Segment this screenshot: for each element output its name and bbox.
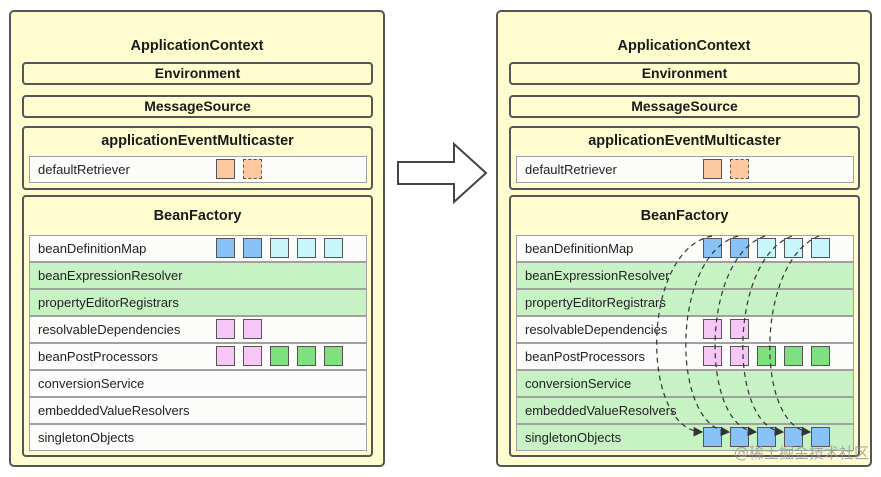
environment-box: Environment bbox=[22, 62, 373, 85]
property-editor-registrars-row: propertyEditorRegistrars bbox=[29, 289, 367, 316]
application-context-after: ApplicationContext Environment MessageSo… bbox=[496, 10, 872, 467]
bean-definition-square bbox=[270, 238, 289, 258]
singleton-objects-row: singletonObjects bbox=[29, 424, 367, 451]
bean-expression-resolver-row: beanExpressionResolver bbox=[516, 262, 854, 289]
embedded-value-resolvers-row: embeddedValueResolvers bbox=[29, 397, 367, 424]
singleton-square bbox=[703, 427, 722, 447]
bean-definition-square bbox=[811, 238, 830, 258]
application-context-title: ApplicationContext bbox=[617, 38, 751, 54]
bean-definition-square bbox=[243, 238, 262, 258]
row-label: beanPostProcessors bbox=[38, 349, 158, 364]
application-context-before: ApplicationContext Environment MessageSo… bbox=[9, 10, 385, 467]
row-label: beanPostProcessors bbox=[525, 349, 645, 364]
listener-square bbox=[703, 159, 722, 179]
bean-factory-box: BeanFactory beanDefinitionMap beanExpres… bbox=[22, 195, 373, 457]
processor-square bbox=[703, 346, 722, 366]
processor-square bbox=[297, 346, 316, 366]
row-label: singletonObjects bbox=[38, 430, 135, 445]
listener-square bbox=[216, 159, 235, 179]
message-source-box: MessageSource bbox=[509, 95, 860, 118]
default-retriever-row: defaultRetriever bbox=[516, 156, 854, 183]
embedded-value-resolvers-row: embeddedValueResolvers bbox=[516, 397, 854, 424]
property-editor-registrars-row: propertyEditorRegistrars bbox=[516, 289, 854, 316]
row-label: embeddedValueResolvers bbox=[525, 403, 677, 418]
row-label: propertyEditorRegistrars bbox=[38, 295, 179, 310]
row-label: defaultRetriever bbox=[38, 162, 130, 177]
row-label: resolvableDependencies bbox=[38, 322, 181, 337]
processor-square bbox=[243, 346, 262, 366]
conversion-service-row: conversionService bbox=[516, 370, 854, 397]
processor-square bbox=[270, 346, 289, 366]
dependency-square bbox=[216, 319, 235, 339]
message-source-box: MessageSource bbox=[22, 95, 373, 118]
conversion-service-row: conversionService bbox=[29, 370, 367, 397]
bean-factory-box: BeanFactory beanDefinitionMap beanExpres… bbox=[509, 195, 860, 457]
bean-definition-square bbox=[784, 238, 803, 258]
processor-square bbox=[730, 346, 749, 366]
bean-definition-map-row: beanDefinitionMap bbox=[516, 235, 854, 262]
event-multicaster-title: applicationEventMulticaster bbox=[101, 133, 294, 149]
resolvable-dependencies-row: resolvableDependencies bbox=[516, 316, 854, 343]
watermark: @稀土掘金技术社区 bbox=[733, 444, 869, 462]
processor-square bbox=[784, 346, 803, 366]
processor-square bbox=[216, 346, 235, 366]
dependency-square bbox=[730, 319, 749, 339]
event-multicaster-box: applicationEventMulticaster defaultRetri… bbox=[22, 126, 373, 190]
processor-square bbox=[757, 346, 776, 366]
bean-definition-square bbox=[324, 238, 343, 258]
bean-definition-square bbox=[297, 238, 316, 258]
bean-factory-title: BeanFactory bbox=[640, 208, 729, 224]
row-label: defaultRetriever bbox=[525, 162, 617, 177]
bean-post-processors-row: beanPostProcessors bbox=[29, 343, 367, 370]
row-label: beanDefinitionMap bbox=[38, 241, 147, 256]
default-retriever-row: defaultRetriever bbox=[29, 156, 367, 183]
dependency-square bbox=[243, 319, 262, 339]
processor-square bbox=[324, 346, 343, 366]
dependency-square bbox=[703, 319, 722, 339]
environment-box: Environment bbox=[509, 62, 860, 85]
row-label: propertyEditorRegistrars bbox=[525, 295, 666, 310]
bean-expression-resolver-row: beanExpressionResolver bbox=[29, 262, 367, 289]
resolvable-dependencies-row: resolvableDependencies bbox=[29, 316, 367, 343]
row-label: beanDefinitionMap bbox=[525, 241, 634, 256]
bean-post-processors-row: beanPostProcessors bbox=[516, 343, 854, 370]
application-context-title: ApplicationContext bbox=[130, 38, 264, 54]
bean-definition-square bbox=[757, 238, 776, 258]
row-label: conversionService bbox=[525, 376, 632, 391]
event-multicaster-box: applicationEventMulticaster defaultRetri… bbox=[509, 126, 860, 190]
bean-factory-title: BeanFactory bbox=[153, 208, 242, 224]
row-label: beanExpressionResolver bbox=[525, 268, 670, 283]
processor-square bbox=[811, 346, 830, 366]
row-label: beanExpressionResolver bbox=[38, 268, 183, 283]
event-multicaster-title: applicationEventMulticaster bbox=[588, 133, 781, 149]
transition-arrow bbox=[397, 142, 488, 204]
bean-definition-square bbox=[703, 238, 722, 258]
bean-definition-square bbox=[730, 238, 749, 258]
listener-square-dashed bbox=[730, 159, 749, 179]
bean-definition-map-row: beanDefinitionMap bbox=[29, 235, 367, 262]
row-label: embeddedValueResolvers bbox=[38, 403, 190, 418]
listener-square-dashed bbox=[243, 159, 262, 179]
bean-definition-square bbox=[216, 238, 235, 258]
row-label: singletonObjects bbox=[525, 430, 622, 445]
row-label: resolvableDependencies bbox=[525, 322, 668, 337]
row-label: conversionService bbox=[38, 376, 145, 391]
